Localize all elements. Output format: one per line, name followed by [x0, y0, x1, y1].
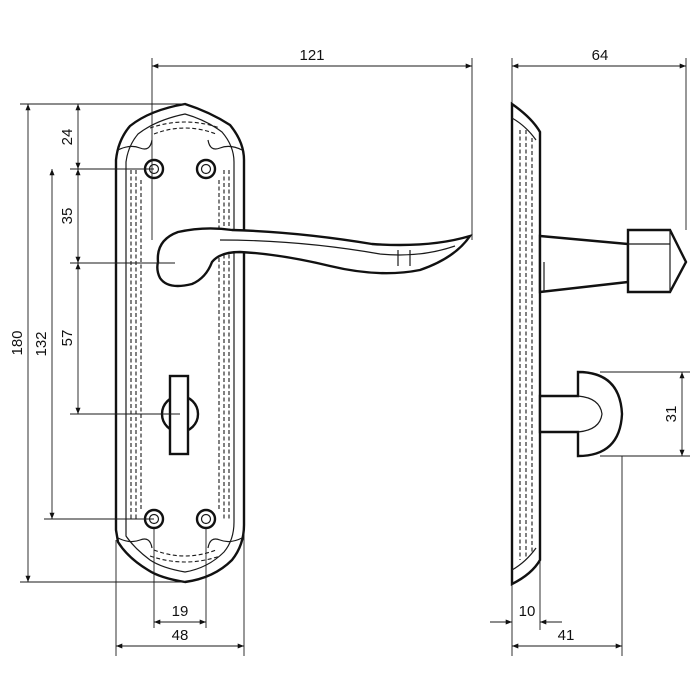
dim-35-label: 35	[59, 208, 76, 225]
dim-10-label: 10	[519, 603, 536, 620]
backplate-inner-border	[125, 113, 235, 573]
screw-hole-bottom-right	[195, 508, 217, 530]
dimension-lines: 121 64 24 35 57 132 180 31	[9, 47, 690, 656]
dim-48-label: 48	[172, 627, 189, 644]
side-lever-neck	[538, 234, 630, 294]
dim-57-label: 57	[59, 330, 76, 347]
scroll-bottom-left	[117, 537, 153, 549]
lever-ridge	[219, 239, 456, 256]
side-turn-inner	[577, 395, 603, 433]
scroll-bottom-right	[207, 537, 243, 549]
dim-19-label: 19	[172, 603, 189, 620]
engrave-top	[149, 121, 221, 129]
dim-132-label: 132	[33, 331, 50, 356]
front-view	[114, 102, 473, 584]
backplate-outline	[114, 102, 246, 584]
side-turn	[538, 370, 624, 458]
side-lever-end	[626, 228, 688, 294]
side-top-detail	[511, 117, 537, 141]
lever-handle	[156, 227, 473, 288]
side-bottom-detail	[511, 547, 537, 571]
dim-64-label: 64	[592, 47, 609, 64]
screw-hole-top-right	[195, 158, 217, 180]
scroll-top-right	[207, 139, 243, 151]
scroll-top-left	[117, 139, 153, 151]
engrave-bottom	[149, 555, 221, 563]
dim-180-label: 180	[9, 330, 26, 355]
side-view	[510, 101, 688, 586]
dim-121-label: 121	[299, 47, 324, 64]
dim-31-label: 31	[663, 406, 680, 423]
dim-24-label: 24	[59, 129, 76, 146]
dim-41-label: 41	[558, 627, 575, 644]
